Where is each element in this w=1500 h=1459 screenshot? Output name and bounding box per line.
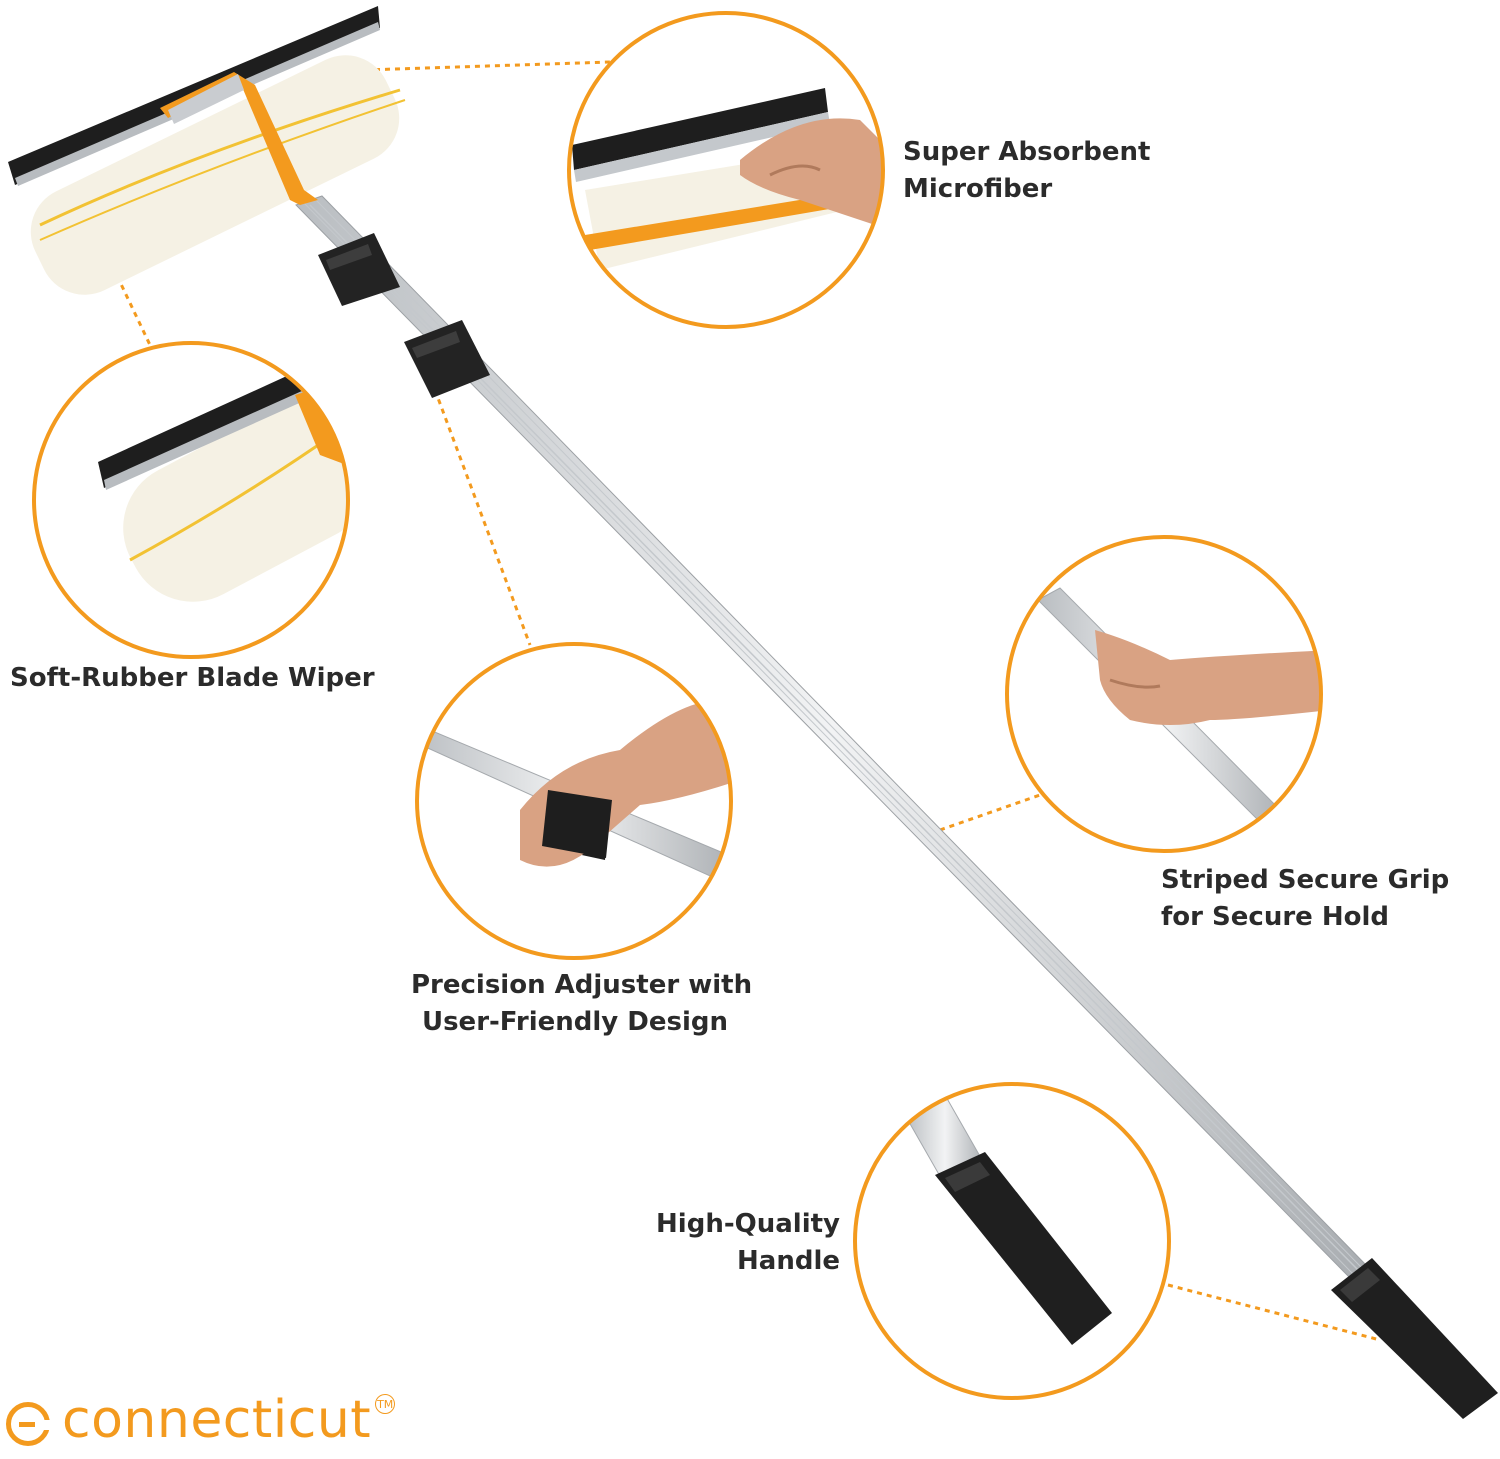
label-adjuster-line1: Precision Adjuster with: [411, 970, 753, 1000]
label-microfiber-line2: Microfiber: [903, 174, 1053, 204]
pole-collar-middle: [404, 320, 490, 398]
label-microfiber-line1: Super Absorbent: [903, 137, 1151, 167]
detail-circle-blade: [32, 341, 350, 659]
label-grip-line2: for Secure Hold: [1161, 902, 1389, 932]
detail-circle-microfiber: [567, 11, 885, 329]
label-grip: Striped Secure Grip for Secure Hold: [1161, 862, 1449, 936]
label-handle-line2: Handle: [737, 1246, 840, 1276]
detail-circle-adjuster: [415, 642, 733, 960]
detail-circle-grip: [1005, 535, 1323, 853]
label-handle: High-Quality Handle: [620, 1206, 840, 1280]
pole-grip-end: [1331, 1258, 1498, 1419]
pole-collar-upper: [318, 233, 400, 306]
label-adjuster: Precision Adjuster with User-Friendly De…: [411, 967, 753, 1041]
label-handle-line1: High-Quality: [656, 1209, 840, 1239]
brand-mark-icon: [6, 1402, 51, 1446]
label-microfiber: Super Absorbent Microfiber: [903, 134, 1150, 208]
label-grip-line1: Striped Secure Grip: [1161, 865, 1450, 895]
label-blade: Soft-Rubber Blade Wiper: [10, 660, 375, 697]
brand-name: connecticut: [62, 1390, 372, 1450]
detail-circle-handle: [853, 1082, 1171, 1400]
squeegee-head: [8, 6, 406, 295]
brand-logo: connecticut TM: [6, 1388, 396, 1452]
trademark-icon: TM: [375, 1394, 396, 1414]
connector-lines: [98, 60, 1381, 1342]
label-adjuster-line2: User-Friendly Design: [421, 1007, 729, 1037]
label-blade-line1: Soft-Rubber Blade Wiper: [10, 663, 375, 693]
